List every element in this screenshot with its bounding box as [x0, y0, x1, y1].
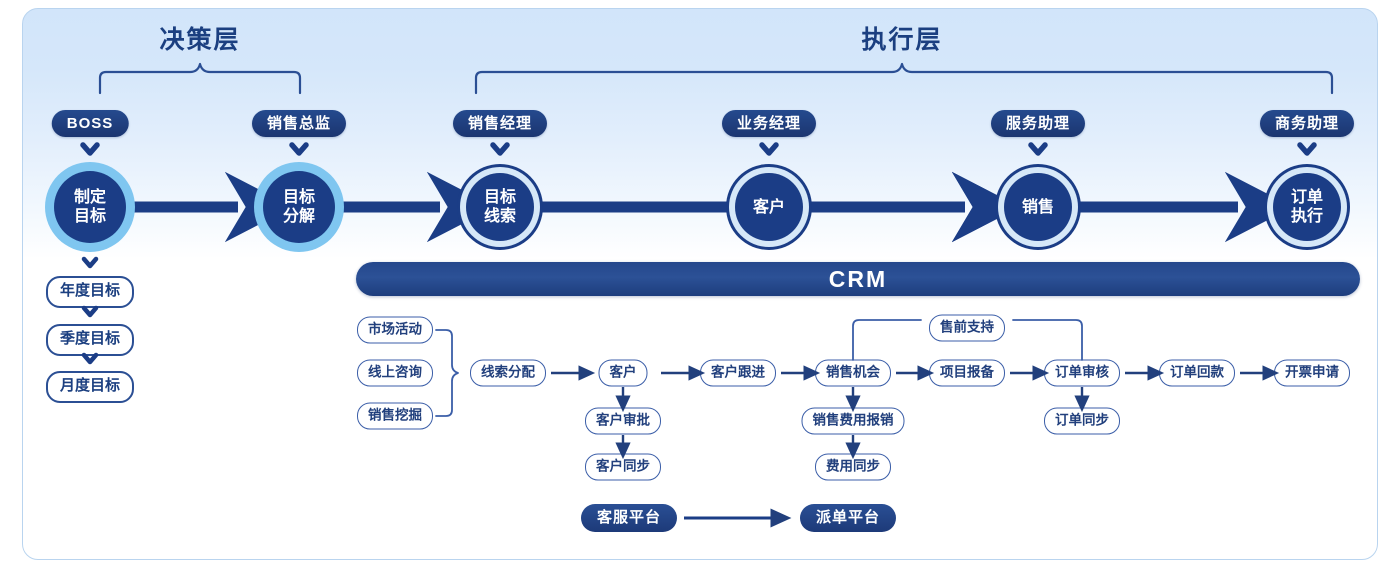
flow-pill-project-filing[interactable]: 项目报备	[929, 359, 1005, 387]
flow-pill-sales-opportunity[interactable]: 销售机会	[815, 359, 891, 387]
crm-bar[interactable]: CRM	[356, 262, 1360, 296]
flow-pill-online-inquiry[interactable]: 线上咨询	[357, 359, 433, 387]
flow-pill-order-sync[interactable]: 订单同步	[1044, 407, 1120, 435]
node-circle-goal-lead[interactable]: 目标 线索	[457, 164, 543, 250]
node-label: 订单 执行	[1290, 189, 1323, 225]
flow-pill-sales-prospecting[interactable]: 销售挖掘	[357, 402, 433, 430]
node-circle-order-execution[interactable]: 订单 执行	[1264, 164, 1350, 250]
flow-pill-presales-support[interactable]: 售前支持	[929, 314, 1005, 342]
flow-pill-customer-sync[interactable]: 客户同步	[585, 453, 661, 481]
role-badge-business-manager[interactable]: 业务经理	[721, 110, 817, 137]
node-circle-customer[interactable]: 客户	[726, 164, 812, 250]
flow-pill-customer[interactable]: 客户	[598, 359, 648, 387]
platform-pill-service-platform[interactable]: 客服平台	[580, 504, 678, 532]
flow-pill-sales-expense-reimbursement[interactable]: 销售费用报销	[801, 407, 905, 435]
role-badge-commerce-assistant[interactable]: 商务助理	[1259, 110, 1355, 137]
node-label: 客户	[752, 198, 785, 216]
platform-pill-dispatch-platform[interactable]: 派单平台	[799, 504, 897, 532]
crm-label: CRM	[828, 265, 888, 292]
node-label: 销售	[1021, 198, 1054, 216]
layer-title-decision: 决策层	[159, 26, 241, 54]
role-badge-boss[interactable]: BOSS	[51, 110, 129, 137]
node-label: 制定 目标	[73, 189, 106, 225]
flow-pill-order-review[interactable]: 订单审核	[1044, 359, 1120, 387]
node-circle-sales[interactable]: 销售	[995, 164, 1081, 250]
flow-pill-customer-approval[interactable]: 客户审批	[585, 407, 661, 435]
flow-pill-market-activity[interactable]: 市场活动	[357, 316, 433, 344]
flow-pill-customer-followup[interactable]: 客户跟进	[700, 359, 776, 387]
role-badge-service-assistant[interactable]: 服务助理	[990, 110, 1086, 137]
flow-pill-expense-sync[interactable]: 费用同步	[815, 453, 891, 481]
role-badge-sales-manager[interactable]: 销售经理	[452, 110, 548, 137]
flow-pill-order-payment[interactable]: 订单回款	[1159, 359, 1235, 387]
node-label: 目标 分解	[282, 189, 315, 225]
layer-title-execution: 执行层	[861, 26, 943, 54]
flow-pill-lead-assignment[interactable]: 线索分配	[470, 359, 546, 387]
flow-pill-invoice-request[interactable]: 开票申请	[1274, 359, 1350, 387]
node-circle-set-goal[interactable]: 制定 目标	[45, 162, 135, 252]
goal-pill-monthly[interactable]: 月度目标	[45, 371, 135, 403]
role-badge-sales-director[interactable]: 销售总监	[251, 110, 347, 137]
goal-pill-quarterly[interactable]: 季度目标	[45, 324, 135, 356]
goal-pill-annual[interactable]: 年度目标	[45, 276, 135, 308]
node-label: 目标 线索	[483, 189, 516, 225]
node-circle-goal-breakdown[interactable]: 目标 分解	[254, 162, 344, 252]
